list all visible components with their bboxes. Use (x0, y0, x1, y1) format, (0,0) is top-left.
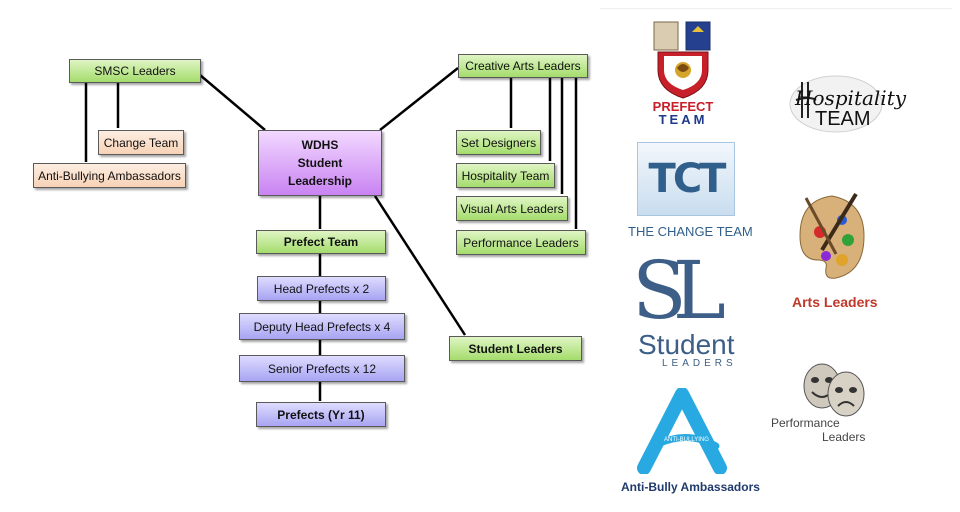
set-designers-node: Set Designers (456, 130, 541, 155)
student-leaders-label: Student Leaders (468, 341, 563, 356)
head-prefects-label: Head Prefects x 2 (273, 281, 370, 296)
student-leaders-logo-line2: LEADERS (662, 358, 737, 369)
prefect-crest-logo (653, 21, 711, 99)
connector (379, 67, 459, 131)
creative-arts-label: Creative Arts Leaders (465, 59, 581, 73)
student-leaders-logo-line1: Student (638, 329, 735, 360)
tct-logo-mark: TCT (648, 156, 727, 202)
smsc-leaders-node: SMSC Leaders (69, 59, 201, 83)
palette-icon (799, 192, 865, 279)
change-team-node: Change Team (98, 130, 184, 155)
anti-bully-badge: ANTI-BULLYING (664, 437, 709, 443)
prefect-logo-text: PREFECT TEAM (642, 100, 724, 126)
anti-bully-a-icon (637, 388, 727, 474)
center-line-2: Student (297, 156, 343, 170)
senior-prefects-node: Senior Prefects x 12 (239, 355, 405, 382)
performance-logo-line2: Leaders (822, 430, 866, 444)
deputy-head-prefects-label: Deputy Head Prefects x 4 (253, 319, 391, 334)
visual-arts-label: Visual Arts Leaders (460, 201, 564, 216)
hospitality-team-node: Hospitality Team (456, 163, 555, 188)
deputy-head-prefects-node: Deputy Head Prefects x 4 (239, 313, 405, 340)
hospitality-team-label: Hospitality Team (461, 168, 550, 183)
change-team-label: Change Team (103, 135, 179, 150)
performance-leaders-node: Performance Leaders (456, 230, 586, 255)
wdhs-student-leadership-node: WDHS Student Leadership (258, 130, 382, 196)
set-designers-label: Set Designers (460, 135, 537, 150)
hospitality-plate-icon (789, 75, 883, 133)
theatre-masks-icon (803, 363, 865, 417)
smsc-leaders-label: SMSC Leaders (94, 64, 176, 78)
tct-logo: TCT (637, 142, 735, 216)
performance-leaders-label: Performance Leaders (463, 235, 579, 250)
anti-bully-caption: Anti-Bully Ambassadors (621, 480, 760, 494)
connector (373, 195, 467, 336)
anti-bullying-label: Anti-Bullying Ambassadors (38, 168, 181, 183)
prefects-yr11-label: Prefects (Yr 11) (277, 407, 365, 422)
prefects-yr11-node: Prefects (Yr 11) (256, 402, 386, 427)
logo-panel (600, 8, 952, 509)
connector (199, 74, 266, 131)
anti-bullying-node: Anti-Bullying Ambassadors (33, 163, 186, 188)
hospitality-logo-team: TEAM (815, 108, 871, 130)
prefect-team-label: Prefect Team (283, 235, 359, 249)
visual-arts-leaders-node: Visual Arts Leaders (456, 196, 568, 221)
hospitality-logo-script: Hospitality (795, 86, 907, 110)
center-line-3: Leadership (287, 174, 353, 188)
prefect-team-node: Prefect Team (256, 230, 386, 254)
sl-logo-mark: SL (632, 244, 726, 337)
student-leaders-node: Student Leaders (449, 336, 582, 361)
center-line-1: WDHS (301, 138, 339, 152)
prefect-logo-line2: TEAM (658, 112, 708, 127)
tct-caption: THE CHANGE TEAM (628, 224, 753, 239)
creative-arts-leaders-node: Creative Arts Leaders (458, 54, 588, 78)
head-prefects-node: Head Prefects x 2 (257, 276, 386, 301)
arts-leaders-caption: Arts Leaders (792, 294, 878, 310)
prefect-logo-line1: PREFECT (652, 99, 714, 114)
senior-prefects-label: Senior Prefects x 12 (267, 361, 377, 376)
performance-logo-line1: Performance (771, 416, 840, 430)
